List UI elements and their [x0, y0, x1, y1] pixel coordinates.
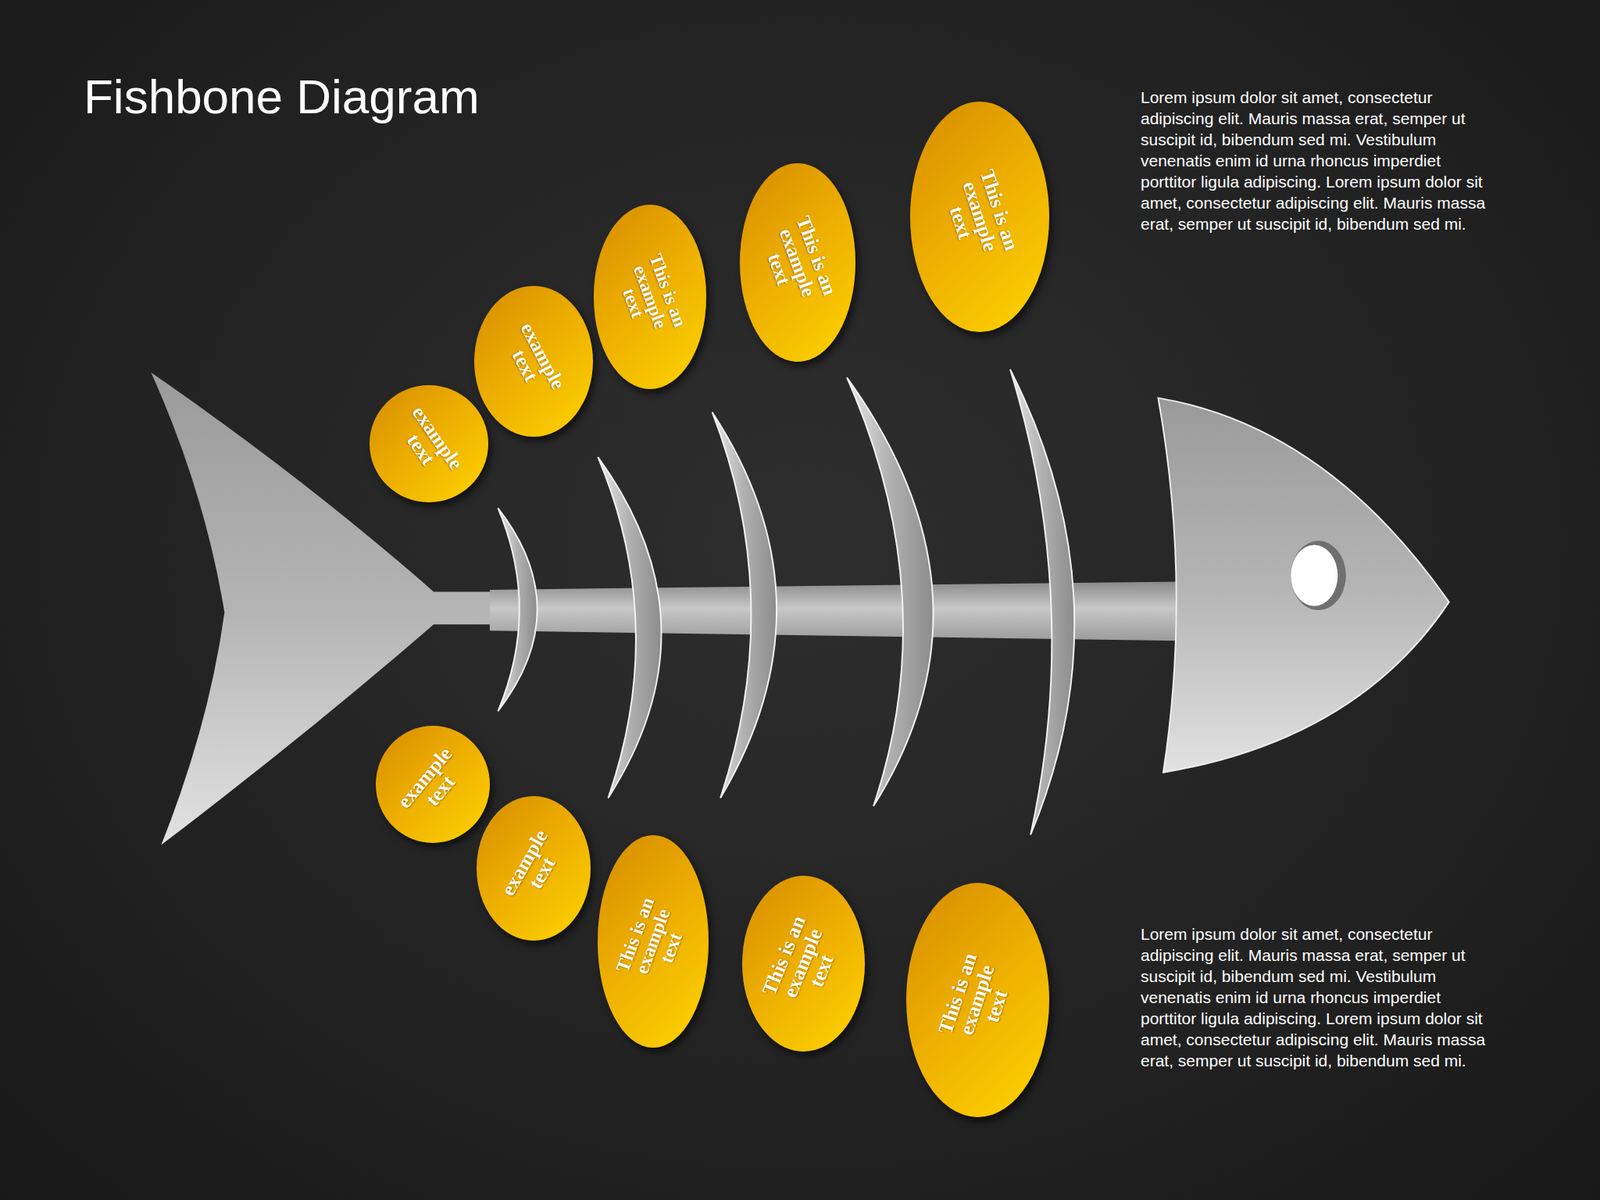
- cause-oval: This is an example text: [742, 875, 865, 1052]
- tail: [150, 372, 515, 846]
- cause-oval: This is an example text: [906, 882, 1050, 1118]
- cause-text: example text: [387, 396, 471, 491]
- cause-text: This is an example text: [607, 241, 693, 353]
- cause-oval: This is an example text: [910, 101, 1050, 333]
- cause-text: This is an example text: [753, 206, 843, 319]
- cause-text: example text: [495, 313, 572, 409]
- diagram-title: Fishbone Diagram: [83, 68, 480, 125]
- cause-text: This is an example text: [609, 885, 697, 997]
- cause-text: This is an example text: [935, 160, 1025, 273]
- cause-text: This is an example text: [933, 944, 1022, 1057]
- cause-oval: This is an example text: [593, 204, 708, 389]
- cause-oval: This is an example text: [739, 163, 855, 363]
- description-text: Lorem ipsum dolor sit amet, consectetur …: [1140, 923, 1494, 1072]
- cause-oval: example text: [474, 285, 593, 437]
- head: [1157, 397, 1449, 772]
- spine: [489, 581, 1183, 641]
- cause-text: example text: [389, 738, 477, 831]
- cause-text: This is an example text: [756, 906, 850, 1020]
- cause-oval: example text: [369, 385, 489, 503]
- cause-oval: This is an example text: [597, 835, 710, 1048]
- description-text: Lorem ipsum dolor sit amet, consectetur …: [1140, 86, 1494, 235]
- cause-text: example text: [494, 820, 573, 915]
- cause-oval: example text: [375, 725, 490, 843]
- cause-oval: example text: [476, 796, 591, 941]
- ribs: [497, 369, 1075, 836]
